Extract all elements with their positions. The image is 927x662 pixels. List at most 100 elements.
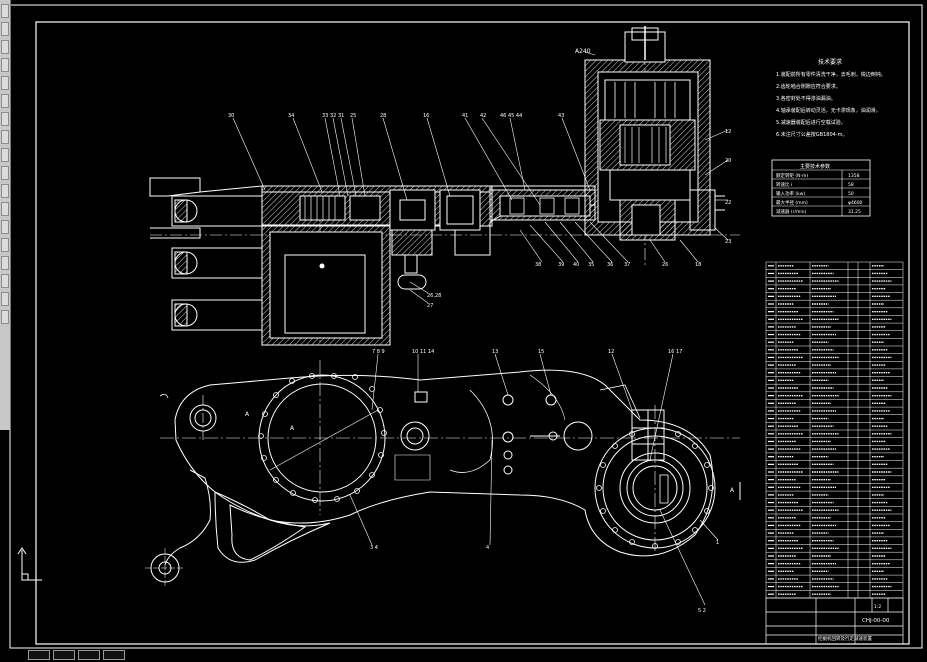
svg-text:31.25: 31.25	[848, 209, 861, 215]
note-4: 4.轴承装配后转动灵活，无卡滞现象，油润滑。	[776, 107, 881, 114]
technical-notes: 技术要求 1.装配前所有零件清洗干净，去毛刺，锐边倒钝。 2.齿轮啮合侧隙应符合…	[776, 58, 886, 138]
svg-text:10 11 14: 10 11 14	[412, 349, 434, 355]
svg-text:41: 41	[462, 113, 468, 119]
plan-view	[145, 360, 740, 588]
bolt-circle-right	[596, 431, 714, 549]
svg-text:23: 23	[725, 239, 731, 245]
svg-text:46 45 44: 46 45 44	[500, 113, 522, 119]
inner-frame	[35, 21, 910, 645]
svg-text:12: 12	[608, 349, 614, 355]
cad-toolbar	[0, 0, 11, 430]
parts-list-entries	[768, 265, 892, 595]
toolbar-button[interactable]	[1, 166, 9, 180]
toolbar-button[interactable]	[1, 274, 9, 288]
layout-tab[interactable]	[103, 650, 125, 660]
svg-text:1: 1	[716, 540, 719, 546]
svg-text:15: 15	[538, 349, 544, 355]
toolbar-button[interactable]	[1, 112, 9, 126]
toolbar-button[interactable]	[1, 58, 9, 72]
drawing-name: 挖掘机回转及行走减速装置	[818, 635, 872, 642]
svg-text:12: 12	[725, 129, 731, 135]
bolt-circle-left	[258, 373, 387, 503]
svg-text:26,28: 26,28	[427, 293, 441, 299]
toolbar-button[interactable]	[1, 292, 9, 306]
note-3: 3.各密封处不得渗油漏油。	[776, 95, 836, 102]
svg-text:16 17: 16 17	[668, 349, 682, 355]
toolbar-button[interactable]	[1, 202, 9, 216]
svg-text:33: 33	[322, 113, 328, 119]
svg-text:额定转矩 (N·m): 额定转矩 (N·m)	[776, 172, 808, 179]
section-markers: A A A	[159, 394, 741, 500]
toolbar-button[interactable]	[1, 76, 9, 90]
svg-text:22: 22	[725, 200, 731, 206]
toolbar-button[interactable]	[1, 256, 9, 270]
svg-text:输入功率 (kw): 输入功率 (kw)	[776, 190, 805, 197]
notes-title: 技术要求	[818, 58, 842, 66]
svg-text:转速比 i: 转速比 i	[776, 181, 792, 188]
svg-text:37: 37	[624, 262, 630, 268]
toolbar-button[interactable]	[1, 94, 9, 108]
svg-text:38: 38	[535, 262, 541, 268]
svg-text:1358: 1358	[848, 173, 860, 179]
parts-list-table	[765, 261, 904, 599]
toolbar-button[interactable]	[1, 148, 9, 162]
svg-text:58: 58	[848, 182, 854, 188]
svg-text:4: 4	[486, 545, 489, 551]
toolbar-button[interactable]	[1, 4, 9, 18]
layout-tabs	[28, 650, 125, 662]
title-block	[765, 597, 904, 645]
parameter-table: 主要技术参数 额定转矩 (N·m) 1358 转速比 i 58 输入功率 (kw…	[771, 159, 871, 217]
layout-tab[interactable]	[78, 650, 100, 660]
svg-text:φ4600: φ4600	[848, 200, 863, 206]
ucs-axis-icon	[17, 547, 42, 581]
top-dimension-label: A240	[575, 48, 591, 55]
layout-tab[interactable]	[28, 650, 50, 660]
toolbar-button[interactable]	[1, 130, 9, 144]
svg-text:7 8 9: 7 8 9	[372, 349, 385, 355]
svg-text:30: 30	[228, 113, 234, 119]
toolbar-button[interactable]	[1, 184, 9, 198]
leader-lines-bottom	[349, 353, 719, 606]
note-5: 5.减速器装配后进行空载试验。	[776, 119, 846, 126]
svg-text:28: 28	[380, 113, 386, 119]
svg-text:3 4: 3 4	[370, 545, 378, 551]
svg-text:减速器 (r/min): 减速器 (r/min)	[776, 208, 807, 215]
svg-text:36: 36	[607, 262, 613, 268]
note-6: 6.未注尺寸公差按GB1804-m。	[776, 131, 847, 138]
toolbar-button[interactable]	[1, 220, 9, 234]
section-view-a	[149, 26, 740, 346]
svg-text:42: 42	[480, 113, 486, 119]
svg-text:A: A	[290, 425, 295, 432]
note-2: 2.齿轮啮合侧隙应符合要求。	[776, 83, 841, 90]
note-1: 1.装配前所有零件清洗干净，去毛刺，锐边倒钝。	[776, 71, 886, 78]
svg-text:A: A	[245, 411, 250, 418]
svg-text:43: 43	[558, 113, 564, 119]
svg-text:40: 40	[573, 262, 579, 268]
drawing-scale: 1:2	[874, 604, 881, 610]
leader-lines-top	[232, 51, 729, 304]
toolbar-button[interactable]	[1, 40, 9, 54]
svg-text:A: A	[730, 487, 735, 494]
toolbar-button[interactable]	[1, 310, 9, 324]
drawing-number: CHJ-00-00	[862, 618, 890, 624]
svg-text:20: 20	[725, 158, 731, 164]
toolbar-button[interactable]	[1, 22, 9, 36]
svg-text:26: 26	[662, 262, 668, 268]
svg-text:31: 31	[338, 113, 344, 119]
svg-text:5 2: 5 2	[698, 608, 706, 614]
svg-text:50: 50	[848, 191, 854, 197]
svg-text:27: 27	[427, 303, 433, 309]
param-table-title: 主要技术参数	[800, 163, 830, 170]
svg-text:32: 32	[330, 113, 336, 119]
svg-text:39: 39	[558, 262, 564, 268]
svg-text:13: 13	[492, 349, 498, 355]
svg-text:35: 35	[588, 262, 594, 268]
svg-text:34: 34	[288, 113, 294, 119]
svg-text:18: 18	[695, 262, 701, 268]
svg-text:最大半径 (mm): 最大半径 (mm)	[776, 199, 808, 206]
svg-text:16: 16	[423, 113, 429, 119]
toolbar-button[interactable]	[1, 238, 9, 252]
layout-tab[interactable]	[53, 650, 75, 660]
